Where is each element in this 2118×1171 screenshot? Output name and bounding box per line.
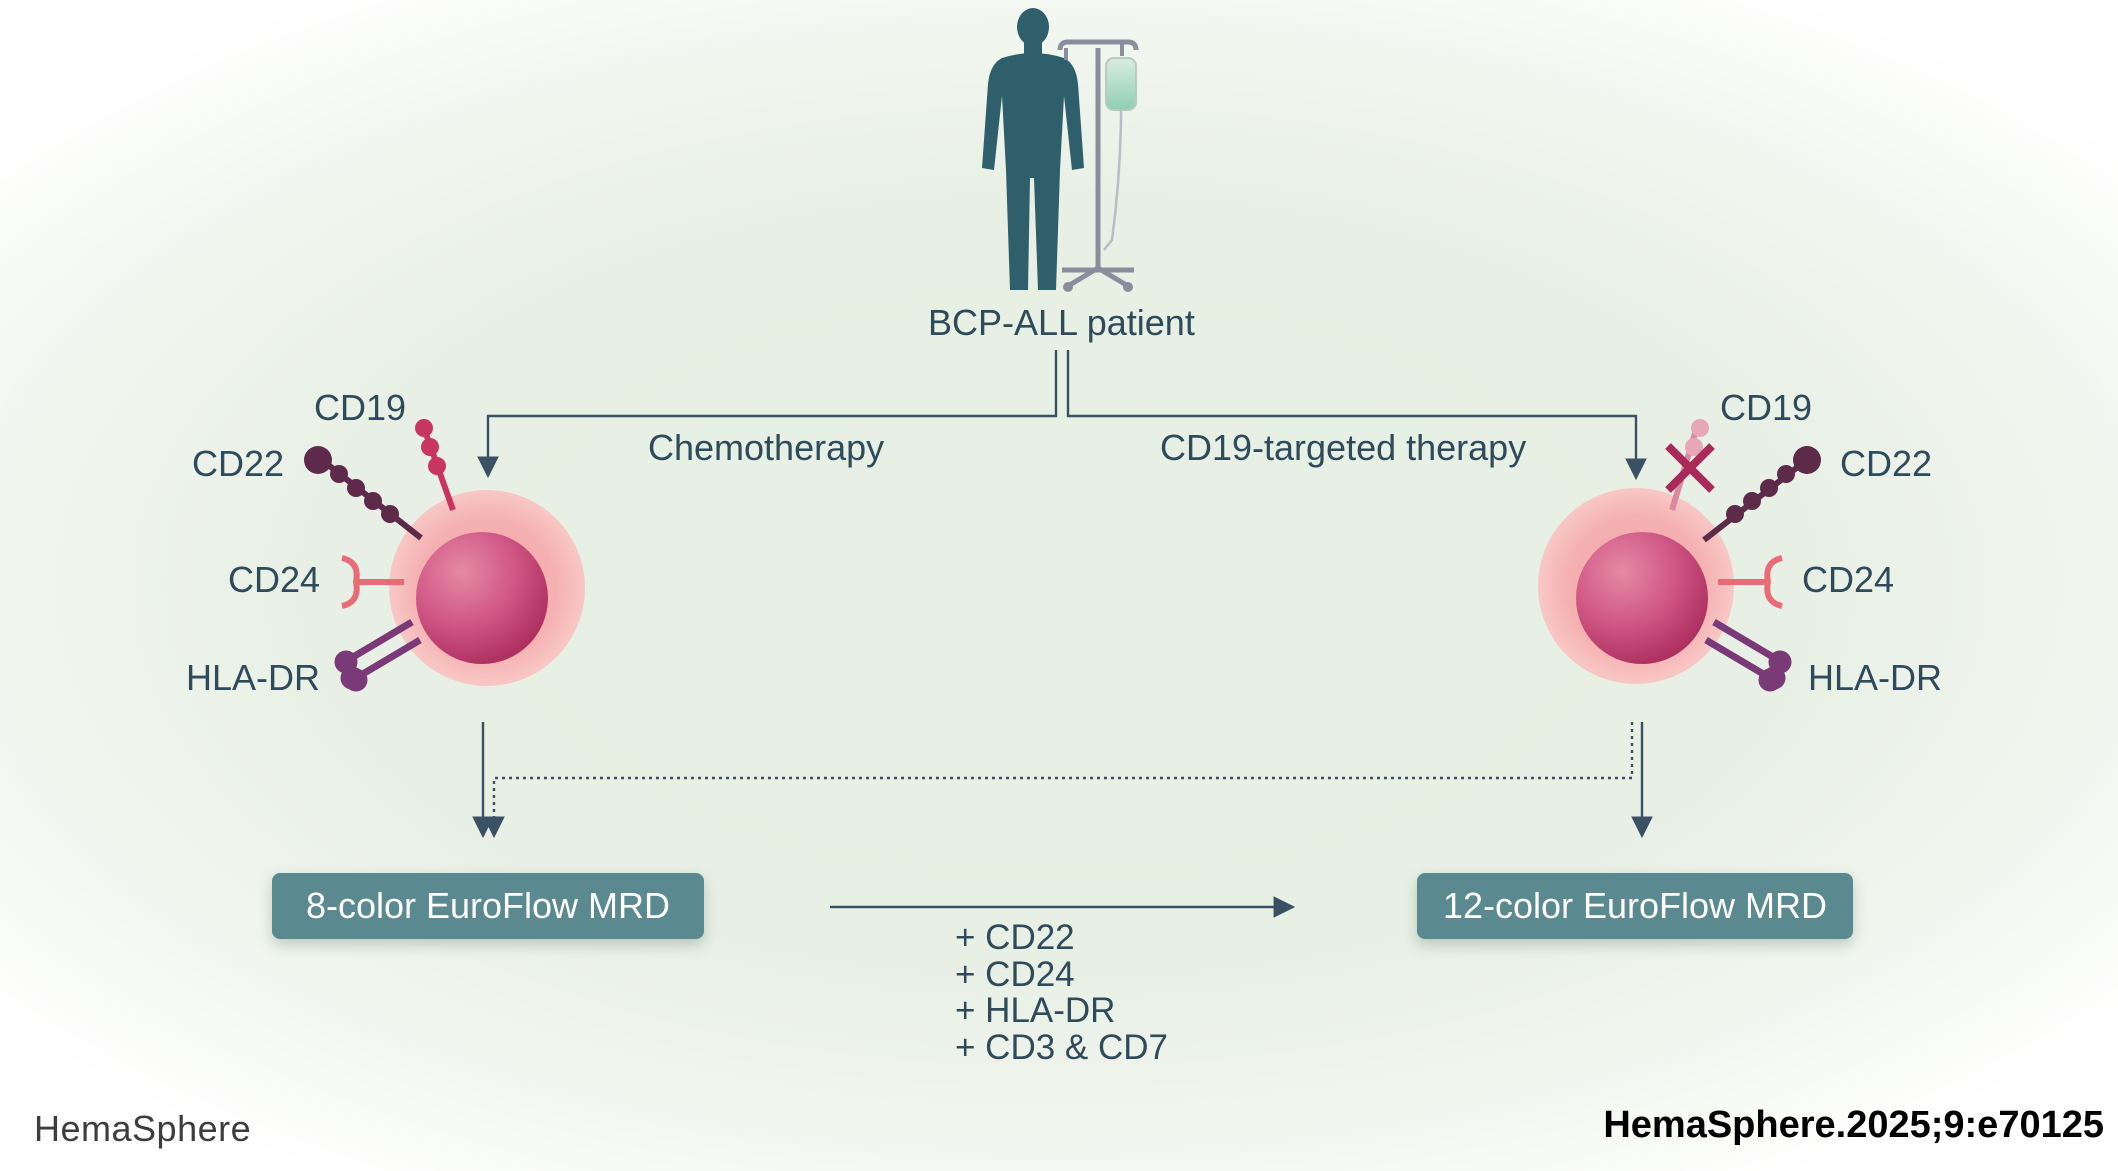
right-cd24-label: CD24 (1802, 559, 1895, 600)
right-hla-dr-marker-icon (1704, 618, 1792, 692)
patient-silhouette-icon (982, 8, 1084, 290)
cd19-targeted-therapy-label: CD19-targeted therapy (1160, 427, 1527, 468)
mrd-flow-arrows (472, 722, 1653, 918)
left-cd22-label: CD22 (192, 443, 285, 484)
patient-label: BCP-ALL patient (928, 302, 1195, 343)
left-cd24-label: CD24 (228, 559, 321, 600)
chemotherapy-label: Chemotherapy (648, 427, 885, 468)
left-hla-dr-marker-icon (334, 618, 422, 692)
right-cd19-label: CD19 (1720, 387, 1813, 428)
left-cd22-marker-icon (304, 446, 423, 541)
added-marker-item: + HLA-DR (955, 991, 1116, 1030)
added-marker-item: + CD24 (955, 954, 1075, 994)
added-markers-list: + CD22 + CD24 + HLA-DR + CD3 & CD7 (955, 918, 1168, 1067)
right-cd22-marker-icon (1702, 446, 1821, 543)
eight-color-mrd-panel: 8-color EuroFlow MRD (272, 873, 704, 939)
right-cd19-lost-marker-icon (1665, 419, 1715, 511)
right-hla-dr-label: HLA-DR (1808, 657, 1943, 698)
left-hla-dr-label: HLA-DR (186, 657, 321, 698)
right-cd22-label: CD22 (1840, 443, 1933, 484)
right-cd24-marker-icon (1718, 555, 1783, 609)
therapy-branch-lines (477, 350, 1647, 481)
iv-drip-stand-icon (1057, 39, 1139, 292)
left-cd19-marker-icon (415, 419, 456, 512)
added-marker-item: + CD22 (955, 918, 1075, 957)
twelve-color-mrd-panel: 12-color EuroFlow MRD (1417, 873, 1853, 939)
left-cd24-marker-icon (341, 555, 404, 609)
left-cd19-label: CD19 (314, 387, 407, 428)
left-leukemic-cell (389, 490, 585, 686)
journal-logo: HemaSphere (34, 1108, 252, 1149)
right-leukemic-cell (1538, 488, 1734, 684)
added-marker-item: + CD3 & CD7 (955, 1027, 1168, 1067)
citation-text: HemaSphere.2025;9:e70125 (1603, 1104, 2104, 1146)
